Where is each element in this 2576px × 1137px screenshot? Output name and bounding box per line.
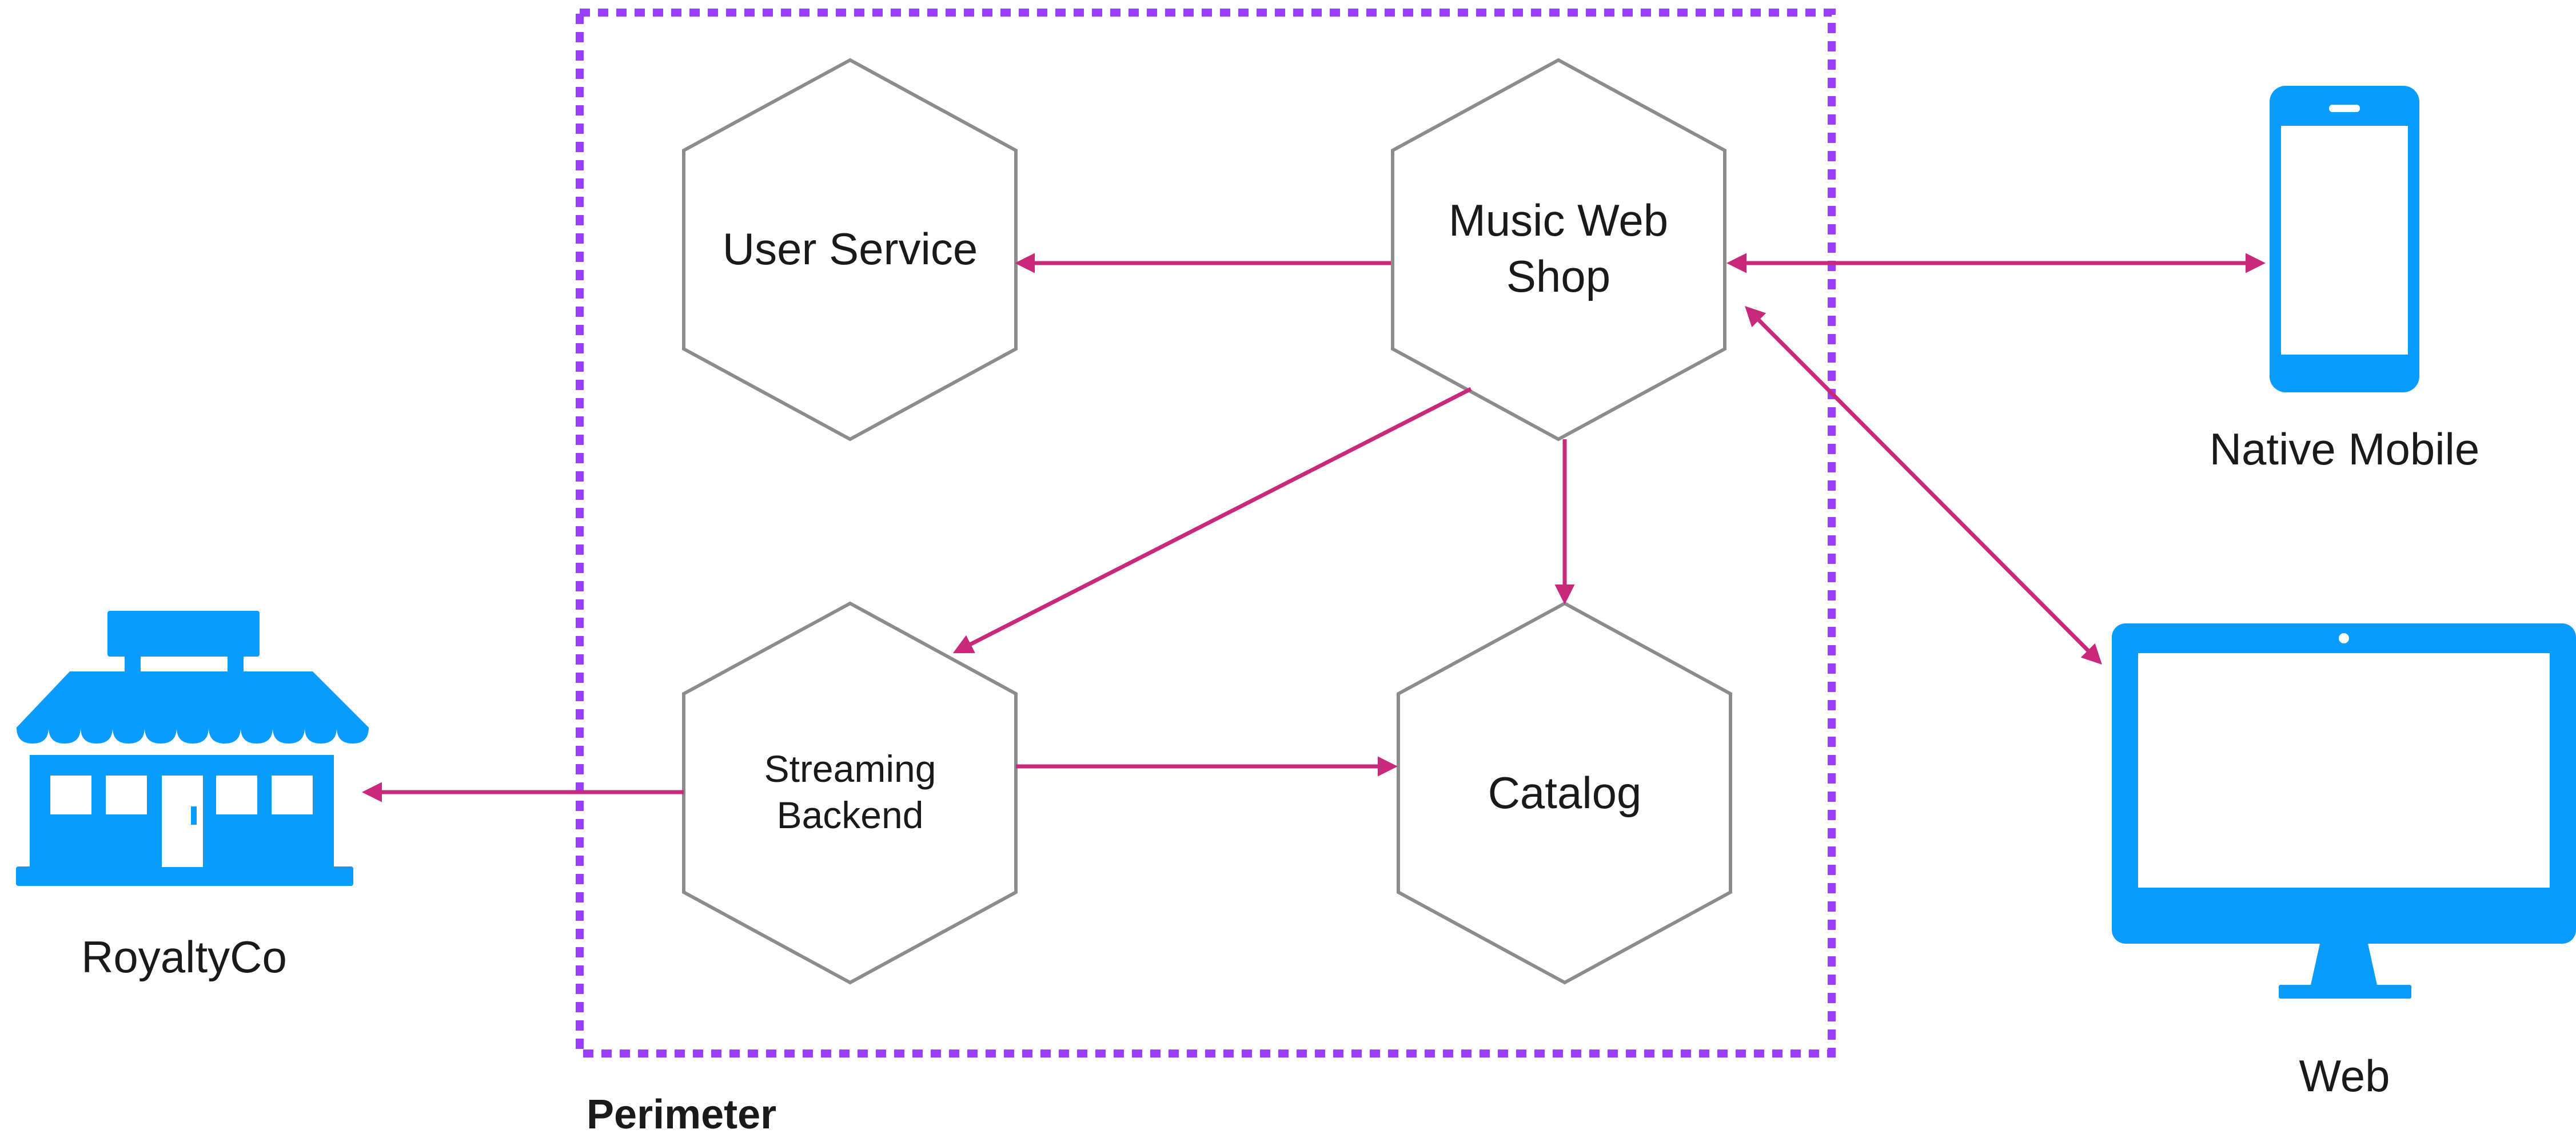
catalog-label: Catalog (1488, 768, 1642, 818)
storefront-icon (16, 611, 369, 886)
streaming-backend-node: Streaming Backend (682, 601, 1018, 985)
streaming-backend-label-line1: Streaming (764, 748, 936, 790)
music-web-shop-node: Music Web Shop (1391, 58, 1726, 442)
native-mobile-label: Native Mobile (2210, 424, 2480, 474)
user-service-node: User Service (682, 58, 1018, 442)
mobile-phone-icon (2270, 86, 2419, 392)
web-label: Web (2299, 1051, 2390, 1101)
user-service-label: User Service (723, 224, 978, 274)
perimeter-label: Perimeter (587, 1092, 776, 1137)
perimeter-boundary (576, 9, 1836, 1058)
desktop-monitor-icon (2112, 623, 2576, 999)
arrow-shop-to-streaming-backend (952, 387, 1472, 654)
catalog-node: Catalog (1397, 601, 1732, 985)
streaming-backend-label-line2: Backend (777, 794, 924, 836)
music-web-shop-label-line1: Music Web (1449, 195, 1668, 245)
music-web-shop-label-line2: Shop (1506, 251, 1610, 301)
royaltyco-label: RoyaltyCo (81, 932, 287, 982)
arrow-shop-web (1745, 306, 2102, 665)
